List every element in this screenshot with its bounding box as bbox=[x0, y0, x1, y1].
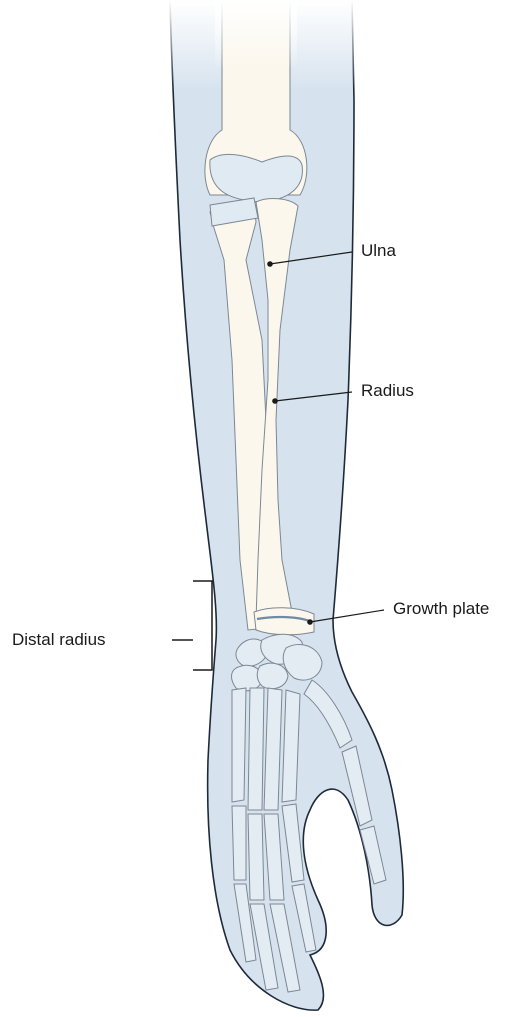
growth-plate-dot bbox=[307, 619, 313, 625]
ulna-dot bbox=[267, 261, 273, 267]
ulna-label: Ulna bbox=[361, 241, 396, 261]
distal-radius-bracket bbox=[172, 581, 212, 670]
radius-dot bbox=[272, 398, 278, 404]
distal-radius-label: Distal radius bbox=[12, 630, 106, 650]
growth-plate-label: Growth plate bbox=[393, 599, 489, 619]
radius-label: Radius bbox=[361, 381, 414, 401]
